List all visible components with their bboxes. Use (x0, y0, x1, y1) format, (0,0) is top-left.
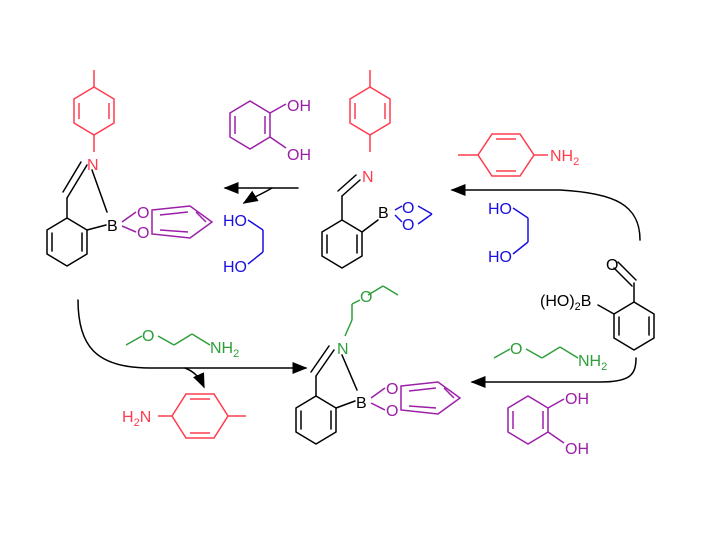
atom-o: O (360, 289, 372, 306)
oh-label: OH (287, 98, 311, 115)
reagent-catechol-bottom: OH OH (507, 391, 589, 458)
atom-o: O (510, 341, 522, 358)
atom-b: B (378, 205, 389, 222)
reagent-methoxyethylamine-left: O NH2 (125, 328, 239, 360)
ho-label: HO (488, 249, 512, 266)
reagent-catechol-top: OH OH (229, 98, 311, 164)
atom-n: N (362, 169, 374, 186)
atom-b: B (356, 395, 367, 412)
atom-o-lower: O (402, 217, 414, 234)
oh-label: OH (287, 147, 311, 164)
structure-top-middle: N B O O (321, 70, 433, 269)
atom-o-upper: O (402, 200, 414, 217)
boronic-acid-label: (HO)2B (540, 293, 591, 313)
atom-b: B (107, 218, 118, 235)
atom-o-lower: O (137, 225, 149, 242)
atom-o-upper: O (137, 205, 149, 222)
reagent-p-toluidine-top: NH2 (458, 133, 579, 177)
reagent-methoxyethylamine-right: O NH2 (493, 341, 607, 373)
atom-n: N (337, 341, 349, 358)
reagent-ethylene-glycol-right: HO HO (488, 201, 529, 266)
atom-o: O (142, 328, 154, 345)
atom-o-lower: O (386, 403, 398, 420)
ho-label: HO (488, 201, 512, 218)
ho-label: HO (223, 259, 247, 276)
arrow-left-to-bottom (77, 299, 308, 389)
nh2-label: NH2 (578, 353, 607, 373)
reagent-ethylene-glycol-left: HO HO (223, 213, 264, 276)
arrow-top-right-to-middle (450, 184, 641, 241)
structure-bottom-product: O N B O O (295, 285, 462, 445)
arrow-right-to-bottom (470, 357, 637, 388)
atom-o-upper: O (386, 381, 398, 398)
nh2-label: NH2 (210, 340, 239, 360)
oh-label: OH (565, 391, 589, 408)
ho-label: HO (223, 213, 247, 230)
oh-label: OH (565, 441, 589, 458)
byproduct-p-toluidine: H2N (122, 393, 246, 439)
structure-starting-material: O (HO)2B (540, 257, 655, 351)
atom-n: N (87, 157, 99, 174)
arrow-top-middle-to-left (223, 182, 299, 204)
structure-top-left: N B O O (46, 70, 214, 267)
h2n-label: H2N (122, 409, 151, 429)
nh2-label: NH2 (550, 148, 579, 168)
